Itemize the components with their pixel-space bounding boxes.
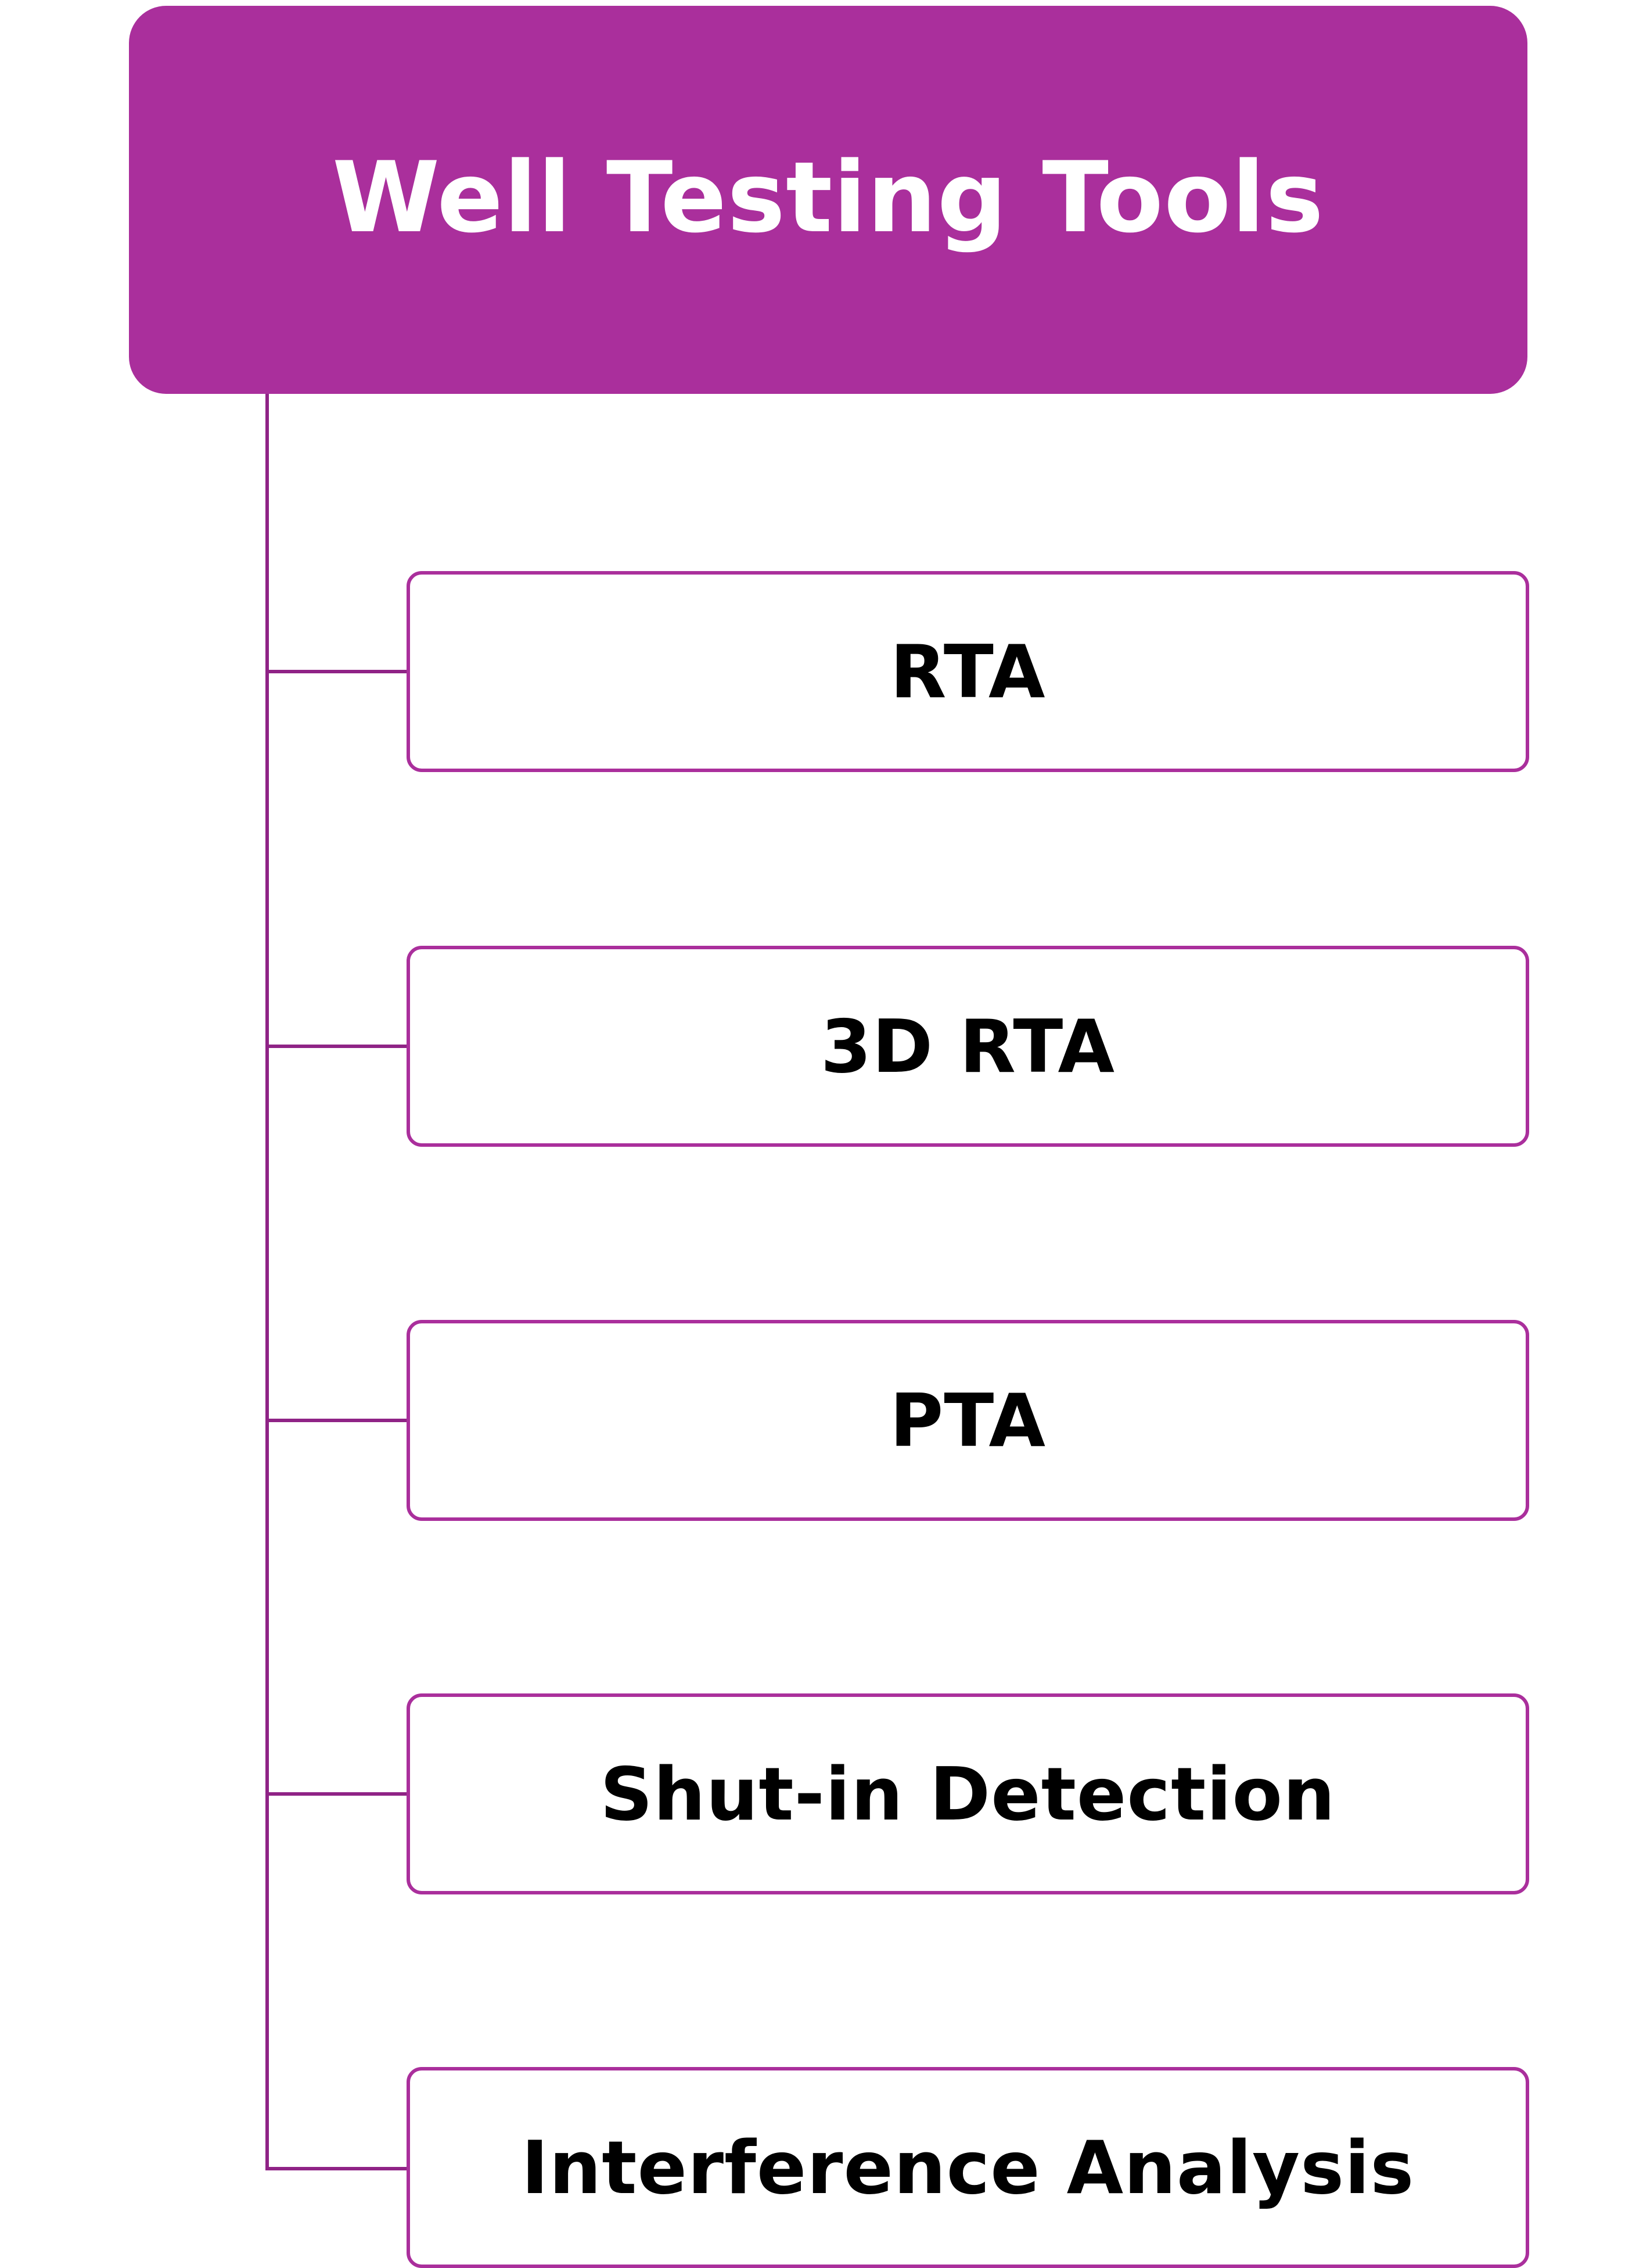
node-label: Interference Analysis xyxy=(521,2125,1415,2210)
node-label: 3D RTA xyxy=(820,1003,1116,1089)
branch-connector-interference-analysis xyxy=(265,2167,408,2170)
branch-connector-rta xyxy=(265,670,408,673)
child-node-interference-analysis: Interference Analysis xyxy=(407,2067,1529,2268)
node-label: PTA xyxy=(889,1377,1047,1463)
branch-connector-shut-in-detection xyxy=(265,1792,408,1796)
branch-connector-3d-rta xyxy=(265,1045,408,1048)
child-node-pta: PTA xyxy=(407,1320,1529,1521)
node-label: RTA xyxy=(890,629,1046,715)
branch-connector-pta xyxy=(265,1419,408,1422)
child-node-3d-rta: 3D RTA xyxy=(407,946,1529,1147)
root-node: Well Testing Tools xyxy=(129,6,1527,394)
diagram-title: Well Testing Tools xyxy=(332,141,1325,254)
child-node-rta: RTA xyxy=(407,571,1529,772)
tree-trunk-connector xyxy=(265,394,269,2170)
child-node-shut-in-detection: Shut-in Detection xyxy=(407,1693,1529,1894)
node-label: Shut-in Detection xyxy=(600,1751,1336,1837)
